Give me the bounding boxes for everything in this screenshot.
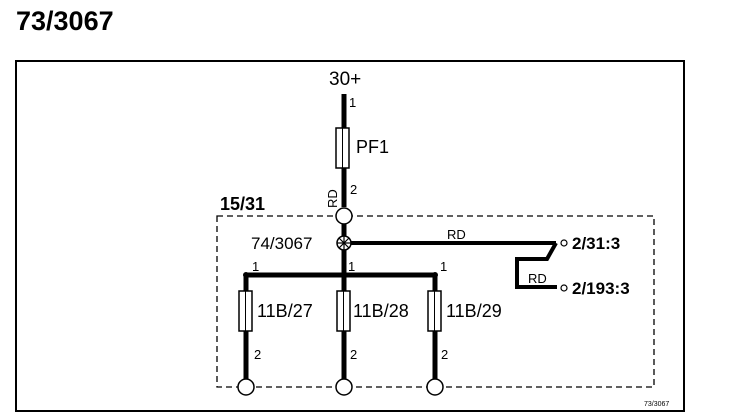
pin-2-main: 2: [350, 182, 357, 197]
dest-lower-terminal: [560, 284, 568, 292]
terminal-right: [426, 378, 444, 396]
splice-label: 74/3067: [251, 234, 312, 253]
pin-dot: [243, 272, 249, 278]
connector-pin: [335, 207, 353, 225]
fuse-middle-label: 11B/28: [353, 301, 409, 321]
connector-label: 15/31: [220, 194, 265, 214]
pin-2-left: 2: [254, 347, 261, 362]
dest-upper-label: 2/31:3: [572, 234, 620, 253]
pin-dot: [341, 343, 347, 349]
pin-2-right: 2: [441, 347, 448, 362]
pin-dot: [243, 343, 249, 349]
supply-label: 30+: [329, 69, 361, 90]
connector-box-outline: [216, 215, 655, 388]
fuse-pf1-label: PF1: [356, 137, 389, 157]
wire-color-rd-lower: RD: [528, 271, 547, 286]
wire-dest-jumper: [515, 242, 558, 289]
page-title: 73/3067: [16, 6, 114, 36]
pin-dot: [341, 178, 347, 184]
pin-dot: [341, 112, 347, 118]
pin-1-middle: 1: [348, 259, 355, 274]
pin-2-middle: 2: [350, 347, 357, 362]
wire-color-rd-main: RD: [325, 189, 340, 208]
dest-upper-terminal: [560, 239, 568, 247]
pin-1-main: 1: [349, 95, 356, 110]
pin-1-right: 1: [440, 259, 447, 274]
terminal-left: [237, 378, 255, 396]
fuse-left-label: 11B/27: [257, 301, 313, 321]
diagram-reference: 73/3067: [644, 401, 669, 408]
dest-lower-label: 2/193:3: [572, 279, 630, 298]
pin-dot: [432, 343, 438, 349]
outer-frame: [15, 60, 685, 412]
pin-dot: [432, 272, 438, 278]
pin-1-left: 1: [252, 259, 259, 274]
wire-color-rd-upper: RD: [447, 227, 466, 242]
fuse-right-label: 11B/29: [446, 301, 502, 321]
terminal-middle: [335, 378, 353, 396]
